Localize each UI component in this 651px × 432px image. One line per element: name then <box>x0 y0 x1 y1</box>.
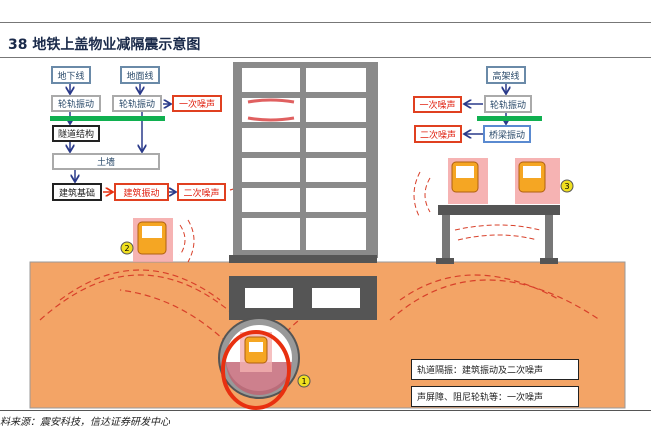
figure-title: 38 地铁上盖物业减隔震示意图 <box>8 37 201 53</box>
title-rule <box>0 57 651 58</box>
train-elevated-1 <box>448 158 488 204</box>
box-building-vibration: 建筑振动 <box>114 183 169 201</box>
box-soil: 土墙 <box>52 153 160 170</box>
train-surface <box>133 218 195 263</box>
svg-text:3: 3 <box>564 182 569 191</box>
elevated-bridge <box>413 171 560 264</box>
box-wheel-rail-vibration-1: 轮轨振动 <box>51 95 101 112</box>
box-bridge-vibration: 桥梁振动 <box>483 125 531 143</box>
marker-3: 3 <box>560 179 574 193</box>
isolation-bar-right <box>477 116 542 121</box>
train-elevated-2 <box>515 158 560 204</box>
box-underground-line: 地下线 <box>51 66 91 84</box>
highlight-ring <box>221 330 291 410</box>
legend-noise-barrier: 声屏障、阻尼轮轨等：一次噪声 <box>411 386 579 407</box>
underground-station <box>229 276 377 320</box>
box-primary-noise: 一次噪声 <box>172 95 222 112</box>
box-tunnel-structure: 隧道结构 <box>52 125 100 142</box>
marker-1: 1 <box>297 374 311 388</box>
legend-track-isolation: 轨道隔振：建筑振动及二次噪声 <box>411 359 579 380</box>
box-primary-noise-right: 一次噪声 <box>413 96 462 113</box>
source-note: 料来源：震安科技，信达证券研发中心 <box>0 417 170 428</box>
top-rule <box>0 22 651 23</box>
bottom-rule <box>0 410 651 411</box>
box-secondary-noise: 二次噪声 <box>177 183 226 201</box>
svg-text:2: 2 <box>124 244 129 253</box>
isolation-bar-left <box>50 116 165 121</box>
box-surface-line: 地面线 <box>120 66 160 84</box>
marker-2: 2 <box>120 241 134 255</box>
box-secondary-noise-right: 二次噪声 <box>414 125 462 143</box>
building <box>229 62 378 263</box>
svg-text:1: 1 <box>301 377 306 386</box>
box-building-foundation: 建筑基础 <box>52 183 102 201</box>
box-wheel-rail-vibration-right: 轮轨振动 <box>484 95 532 113</box>
box-wheel-rail-vibration-2: 轮轨振动 <box>112 95 162 112</box>
box-elevated-line: 高架线 <box>486 66 526 84</box>
